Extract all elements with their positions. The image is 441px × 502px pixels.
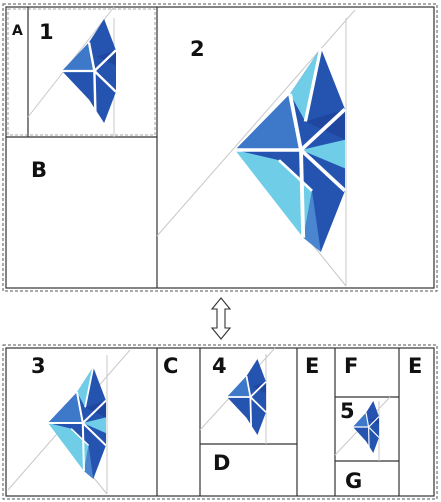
- label-b: B: [31, 158, 47, 182]
- bottom-panel: 3 C 4 D E F 5 G E: [3, 345, 437, 499]
- origami-fish-icon-1: [62, 19, 116, 123]
- top-panel-outer-dashed-frame: [3, 4, 437, 291]
- label-a: A: [12, 23, 23, 39]
- top-panel-frame: [6, 7, 434, 288]
- origami-fish-icon-5: [353, 401, 379, 453]
- origami-fish-icon-3: [48, 367, 106, 479]
- label-e-left: E: [305, 354, 319, 378]
- label-d: D: [213, 451, 230, 475]
- origami-fish-icon-2: [235, 48, 345, 252]
- label-e-right: E: [408, 354, 422, 378]
- label-1: 1: [39, 20, 54, 44]
- label-g: G: [345, 469, 362, 493]
- label-3: 3: [31, 354, 46, 378]
- double-vertical-arrow-icon: [212, 298, 230, 339]
- label-4: 4: [212, 354, 227, 378]
- label-5: 5: [340, 399, 355, 423]
- origami-fish-icon-4: [227, 359, 266, 435]
- top-panel: A 1 B 2: [3, 4, 437, 291]
- label-c: C: [163, 354, 178, 378]
- label-f: F: [344, 354, 358, 378]
- label-2: 2: [190, 37, 205, 61]
